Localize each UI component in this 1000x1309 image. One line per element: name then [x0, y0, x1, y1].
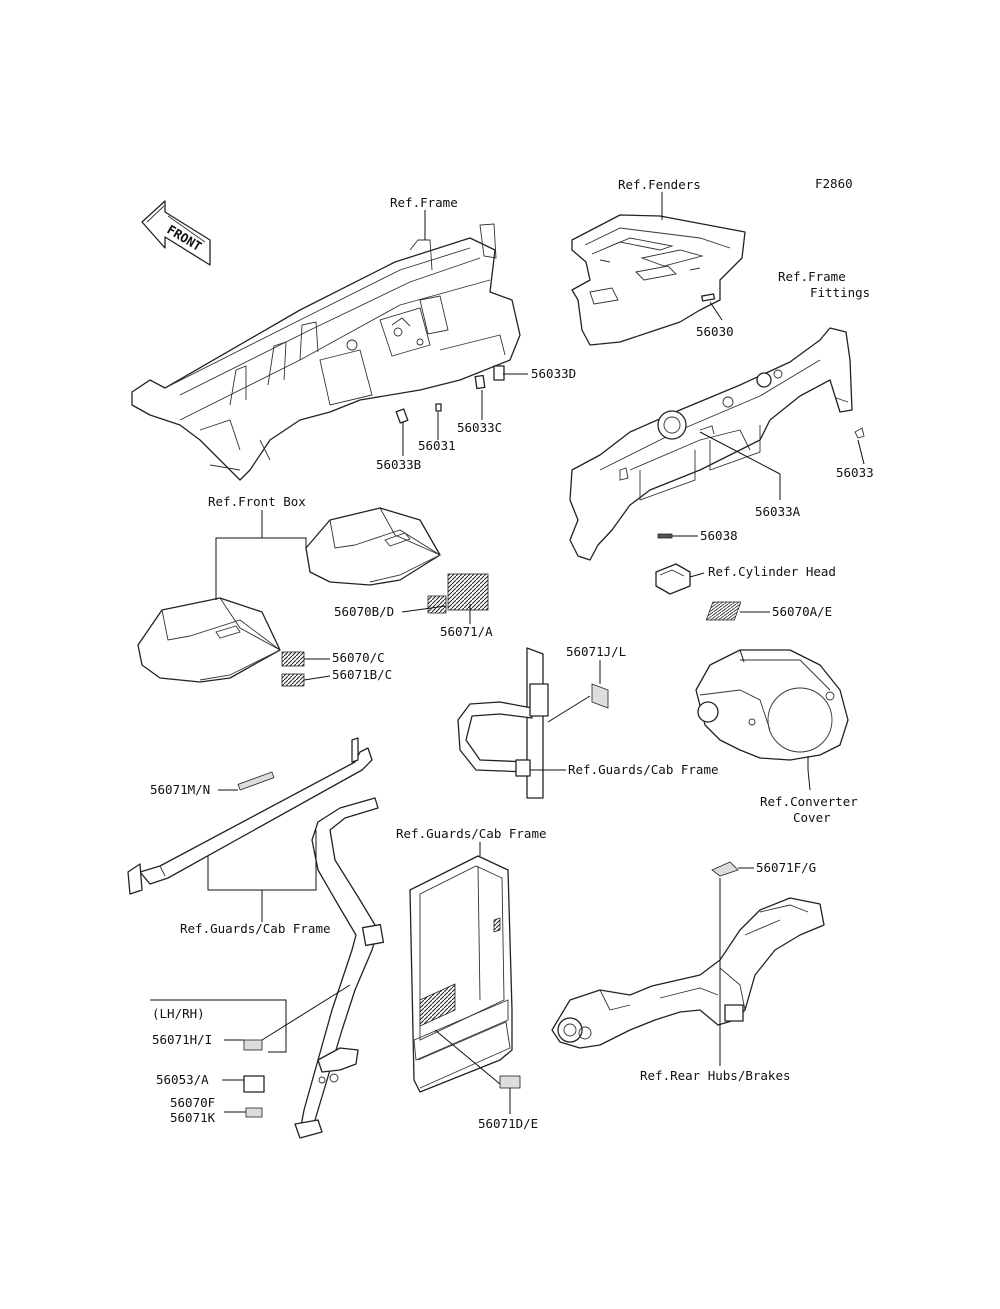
label-ref-converter-2: Cover — [793, 810, 831, 825]
label-56033C: 56033C — [457, 420, 502, 435]
label-56071-A: 56071/A — [440, 624, 493, 639]
label-56033D: 56033D — [531, 366, 576, 381]
label-56070-C: 56070/C — [332, 650, 385, 665]
label-56070B-D: 56070B/D — [334, 604, 394, 619]
label-ref-frame-fittings-1: Ref.Frame — [778, 269, 846, 284]
front-arrow-icon: FRONT — [141, 200, 211, 266]
label-56070F: 56070F — [170, 1095, 215, 1110]
label-lh-rh: (LH/RH) — [152, 1006, 205, 1021]
label-ref-cylinder-head: Ref.Cylinder Head — [708, 564, 836, 579]
label-ref-guards-cab-frame-1: Ref.Guards/Cab Frame — [568, 762, 719, 777]
label-56053-A: 56053/A — [156, 1072, 209, 1087]
label-56070A-E: 56070A/E — [772, 604, 832, 619]
label-56071F-G: 56071F/G — [756, 860, 816, 875]
front-box-lower-drawing — [137, 597, 281, 683]
label-ref-frame-fittings-2: Fittings — [810, 285, 870, 300]
label-56071H-I: 56071H/I — [152, 1032, 212, 1047]
label-56038: 56038 — [700, 528, 738, 543]
frame-label-decals — [395, 365, 505, 424]
leader-lines — [150, 192, 865, 1114]
label-56033A: 56033A — [755, 504, 801, 519]
frame-drawing — [131, 223, 521, 481]
label-ref-guards-cab-frame-3: Ref.Guards/Cab Frame — [180, 921, 331, 936]
cab-door-panel-drawing — [409, 855, 521, 1093]
cab-tube-bar-drawing — [127, 737, 373, 895]
label-56033: 56033 — [836, 465, 874, 480]
fenders-drawing — [571, 214, 746, 346]
label-56030: 56030 — [696, 324, 734, 339]
cylinder-head-drawing — [655, 533, 691, 595]
rear-hubs-drawing — [551, 861, 825, 1049]
cab-roll-bar-drawing — [243, 797, 385, 1139]
label-56071J-L: 56071J/L — [566, 644, 626, 659]
label-56031: 56031 — [418, 438, 456, 453]
label-ref-frame: Ref.Frame — [390, 195, 458, 210]
label-ref-front-box: Ref.Front Box — [208, 494, 306, 509]
label-56071D-E: 56071D/E — [478, 1116, 538, 1131]
label-ref-converter-1: Ref.Converter — [760, 794, 858, 809]
label-56071K: 56071K — [170, 1110, 216, 1125]
label-56071M-N: 56071M/N — [150, 782, 210, 797]
figure-code: F2860 — [815, 176, 853, 191]
guard-post-drawing — [457, 647, 609, 799]
front-box-decals — [281, 573, 489, 687]
label-56071B-C: 56071B/C — [332, 667, 392, 682]
converter-cover-drawing — [695, 601, 849, 761]
front-box-upper-drawing — [305, 507, 441, 586]
frame-fittings-drawing — [569, 327, 865, 561]
label-ref-guards-cab-frame-2: Ref.Guards/Cab Frame — [396, 826, 547, 841]
label-56033B: 56033B — [376, 457, 421, 472]
label-ref-rear-hubs-brakes: Ref.Rear Hubs/Brakes — [640, 1068, 791, 1083]
label-ref-fenders: Ref.Fenders — [618, 177, 701, 192]
